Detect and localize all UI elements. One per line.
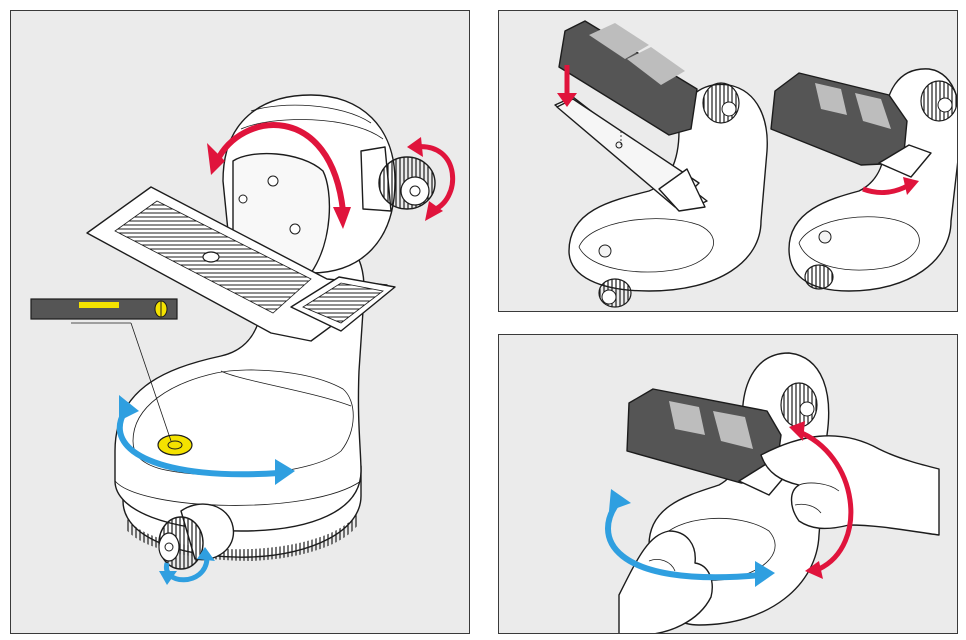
device-mounting-panel [498,10,958,312]
pan-rotation-arrow [605,489,775,587]
tilt-rotation-arrow [207,122,351,229]
device-mounting-illustration [554,20,957,308]
down-arrow [557,65,577,107]
clamp-rotation-arrow [862,177,919,195]
tilt-rotation-arrow [789,421,854,579]
distance-meter-clamped [770,72,932,178]
circular-bubble-level [157,434,193,456]
pan-lock-knob [158,503,235,570]
knob-rotation-arrow-blue [159,547,215,585]
tilt-lock-knob [360,146,436,212]
tube-bubble-level [30,298,178,320]
left-hand [618,530,713,633]
knob-rotation-arrow-red [407,137,456,221]
head-right [788,68,957,292]
mounting-plate [86,186,396,342]
pan-rotation-arrow [116,395,295,485]
right-hand [760,435,940,536]
distance-meter [626,388,792,496]
hand-operation-illustration [605,352,940,633]
distance-meter-lowering [558,20,698,136]
hand-operation-panel [498,334,958,634]
main-head-overview-panel [10,10,470,634]
main-head-illustration [30,94,456,585]
level-pointer-lines [71,322,172,442]
tilted-plate-left [554,96,708,212]
